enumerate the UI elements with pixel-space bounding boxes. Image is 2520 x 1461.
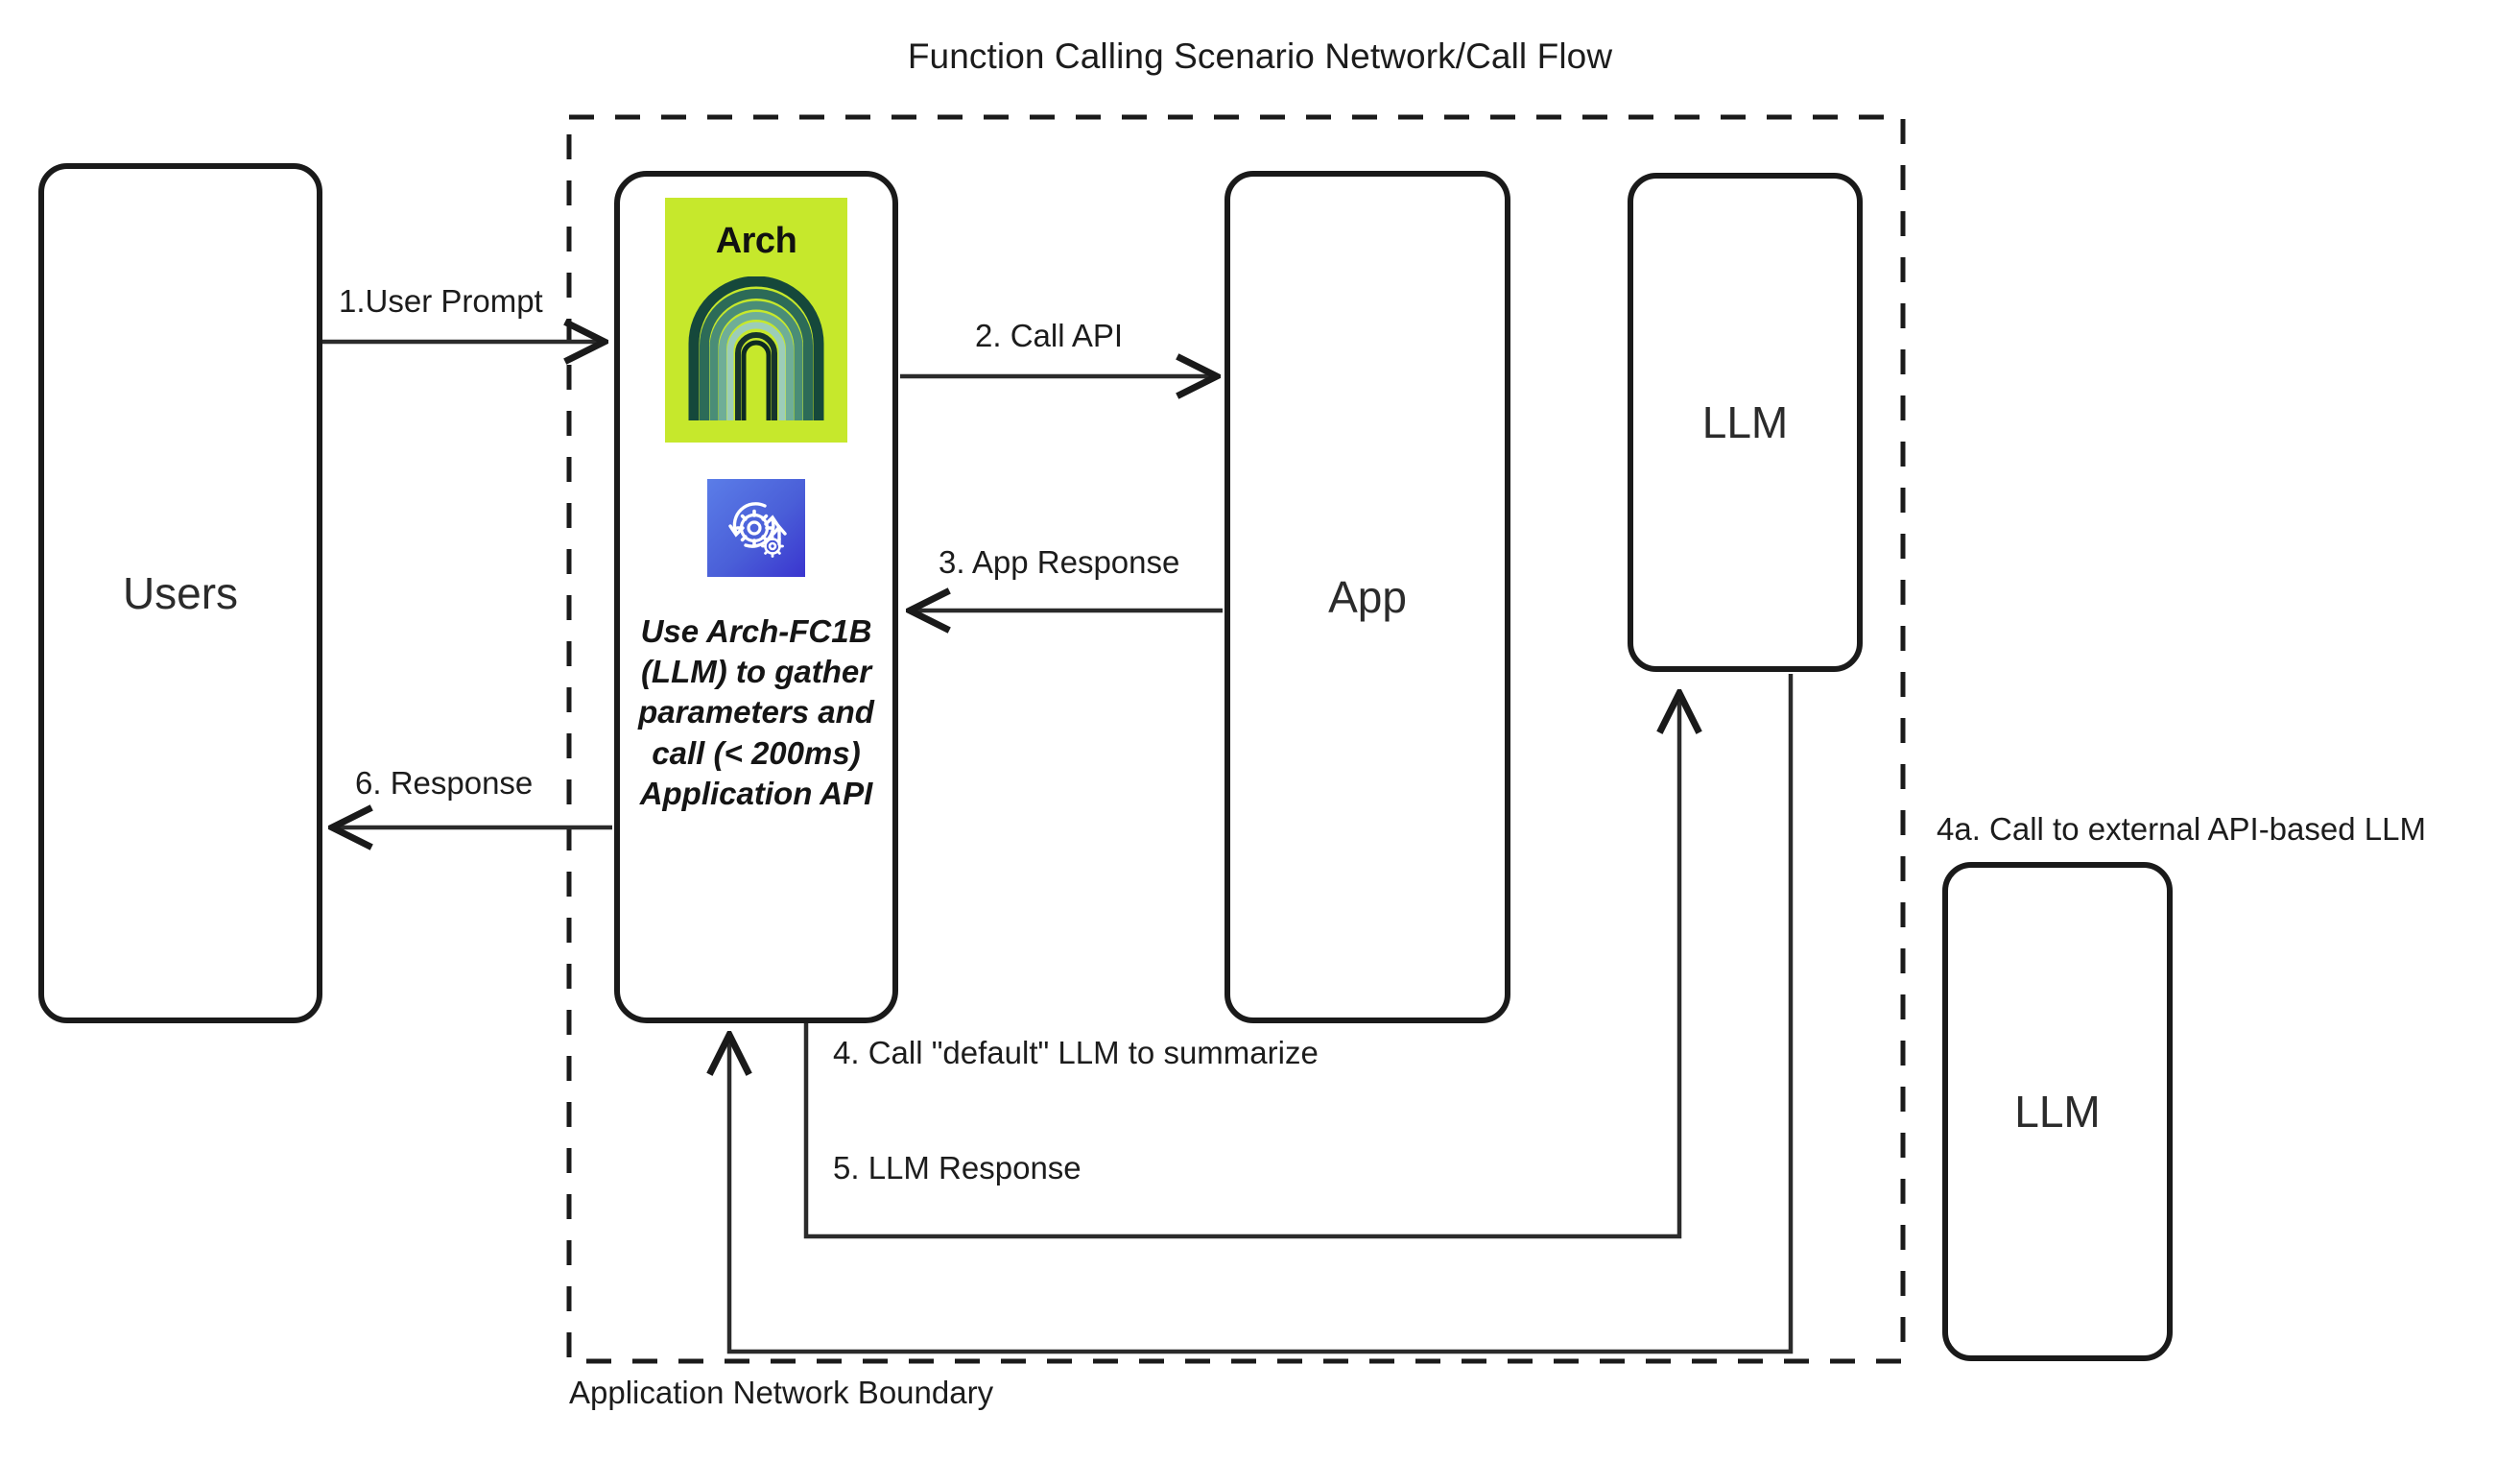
node-users[interactable]: Users <box>38 163 322 1023</box>
function-calling-gears-icon <box>707 479 805 577</box>
external-llm-caption: 4a. Call to external API-based LLM <box>1937 811 2426 847</box>
node-users-label: Users <box>122 568 239 618</box>
node-app[interactable]: App <box>1224 171 1510 1023</box>
page-title: Function Calling Scenario Network/Call F… <box>907 36 1613 76</box>
edge-label-llm-response: 5. LLM Response <box>833 1150 1082 1186</box>
edge-label-call-default-llm: 4. Call "default" LLM to summarize <box>833 1035 1319 1070</box>
application-network-boundary <box>566 114 1906 1364</box>
edge-llm-response <box>729 674 1794 1354</box>
arch-description: Use Arch-FC1B (LLM) to gather parameters… <box>638 613 874 811</box>
edge-label-response-to-users: 6. Response <box>355 765 534 801</box>
edge-label-call-api: 2. Call API <box>975 318 1124 353</box>
node-llm-external[interactable]: LLM <box>1942 862 2173 1361</box>
node-arch-gateway[interactable]: Arch <box>614 171 898 1023</box>
arch-logo-wordmark: Arch <box>715 221 797 261</box>
edge-label-app-response: 3. App Response <box>939 544 1180 580</box>
node-app-label: App <box>1328 572 1407 622</box>
edge-label-user-prompt: 1.User Prompt <box>339 283 543 319</box>
arch-mark-icon <box>688 276 824 420</box>
arch-logo-icon: Arch <box>665 198 847 443</box>
edge-call-default-llm <box>803 693 1679 1239</box>
arch-inner-stack: Arch <box>620 177 892 814</box>
boundary-caption: Application Network Boundary <box>569 1375 994 1410</box>
node-llm-external-label: LLM <box>2014 1087 2101 1137</box>
node-llm-internal[interactable]: LLM <box>1628 173 1863 672</box>
node-llm-internal-label: LLM <box>1701 397 1789 447</box>
